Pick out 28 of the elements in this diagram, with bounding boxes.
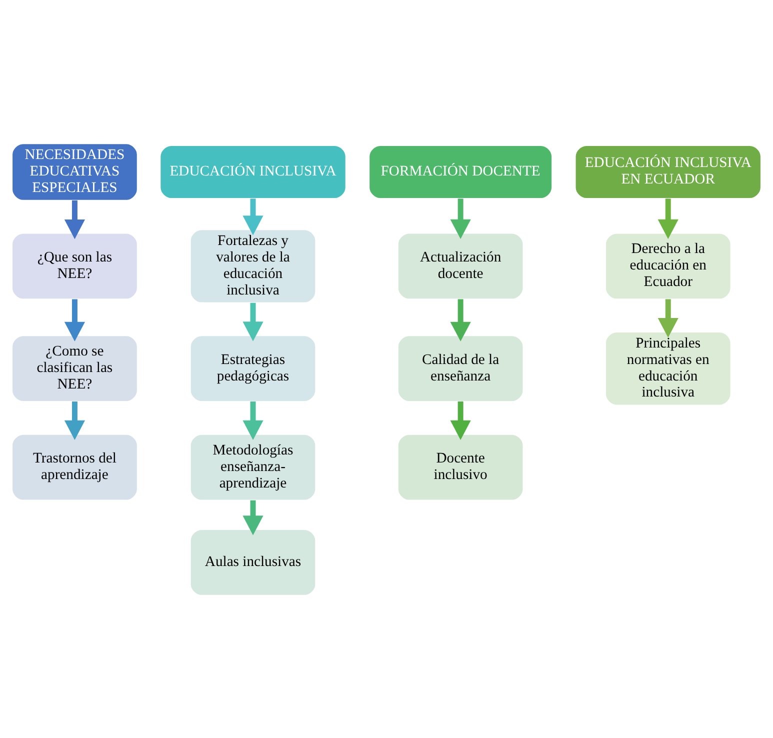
arrow [450, 401, 471, 440]
node-box: Trastornos del aprendizaje [12, 433, 138, 500]
arrow [658, 198, 678, 238]
arrow [64, 200, 85, 239]
node-box: Calidad de la enseñanza [397, 334, 524, 402]
node-box: Fortalezas y valores de la educación inclusiva [190, 228, 316, 303]
arrow [242, 500, 264, 535]
arrow [242, 302, 264, 341]
arrow [64, 401, 85, 440]
arrow [242, 198, 264, 235]
node-box: NECESIDADES EDUCATIVAS ESPECIALES [12, 142, 138, 200]
node-box: Docente inclusivo [397, 433, 524, 500]
node-box: FORMACIÓN DOCENTE [368, 144, 552, 198]
node-box: Estrategias pedagógicas [190, 334, 316, 402]
arrow [658, 298, 678, 338]
node-box: Aulas inclusivas [190, 528, 316, 596]
arrow [242, 401, 264, 440]
node-box: ¿Como se clasifican las NEE? [12, 334, 138, 402]
node-box: Principales normativas en educación inclusiva [605, 331, 732, 406]
arrow [450, 198, 471, 238]
node-box: ¿Que son las NEE? [12, 232, 138, 300]
node-box: EDUCACIÓN INCLUSIVA [160, 144, 346, 198]
node-box: Actualización docente [397, 232, 524, 300]
node-box: Derecho a la educación en Ecuador [605, 232, 732, 300]
node-box: Metodologías enseñanza-aprendizaje [190, 433, 316, 500]
arrow [64, 298, 85, 341]
arrow [450, 298, 471, 341]
node-box: EDUCACIÓN INCLUSIVA EN ECUADOR [574, 144, 762, 198]
